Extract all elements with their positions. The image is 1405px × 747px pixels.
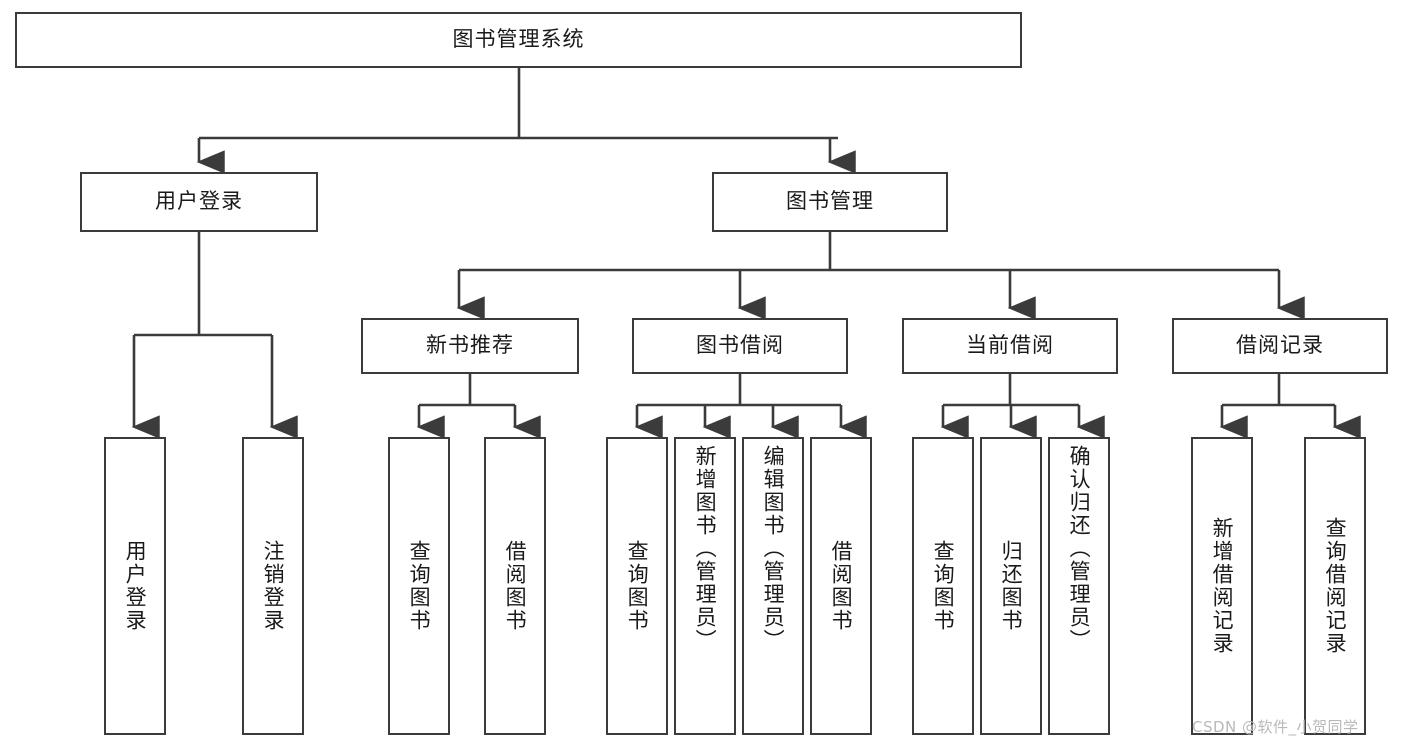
node-leaf-query-book-current-label: 查询图书 bbox=[931, 540, 956, 632]
node-current-borrow-label: 当前借阅 bbox=[966, 333, 1054, 358]
node-book-borrow-label: 图书借阅 bbox=[696, 333, 784, 358]
node-leaf-user-logout-label: 注销登录 bbox=[261, 540, 286, 632]
node-leaf-user-logout[interactable]: 注销登录 bbox=[242, 437, 304, 735]
node-leaf-borrow-book-label: 借阅图书 bbox=[829, 540, 854, 632]
node-leaf-return-book[interactable]: 归还图书 bbox=[980, 437, 1042, 735]
node-leaf-query-borrow-record[interactable]: 查询借阅记录 bbox=[1304, 437, 1366, 735]
node-leaf-add-borrow-record-label: 新增借阅记录 bbox=[1210, 517, 1235, 655]
node-leaf-user-login[interactable]: 用户登录 bbox=[104, 437, 166, 735]
node-new-book-recommend-label: 新书推荐 bbox=[426, 333, 514, 358]
csdn-watermark: CSDN @软件_小贺同学 bbox=[1192, 718, 1359, 736]
node-root-label: 图书管理系统 bbox=[452, 27, 585, 52]
node-user-login-label: 用户登录 bbox=[155, 189, 243, 214]
node-book-borrow[interactable]: 图书借阅 bbox=[632, 318, 848, 374]
node-leaf-add-borrow-record[interactable]: 新增借阅记录 bbox=[1191, 437, 1253, 735]
node-new-book-recommend[interactable]: 新书推荐 bbox=[361, 318, 579, 374]
node-leaf-add-book[interactable]: 新增图书（管理员） bbox=[674, 437, 736, 735]
node-leaf-edit-book-label: 编辑图书（管理员） bbox=[761, 445, 786, 652]
node-borrow-record[interactable]: 借阅记录 bbox=[1172, 318, 1388, 374]
node-leaf-query-book-borrow-label: 查询图书 bbox=[625, 540, 650, 632]
node-user-login[interactable]: 用户登录 bbox=[80, 172, 318, 232]
node-leaf-confirm-return[interactable]: 确认归还（管理员） bbox=[1048, 437, 1110, 735]
node-leaf-add-book-label: 新增图书（管理员） bbox=[693, 445, 718, 652]
node-current-borrow[interactable]: 当前借阅 bbox=[902, 318, 1118, 374]
node-leaf-borrow-book[interactable]: 借阅图书 bbox=[810, 437, 872, 735]
node-book-management[interactable]: 图书管理 bbox=[712, 172, 948, 232]
node-leaf-query-book-new[interactable]: 查询图书 bbox=[388, 437, 450, 735]
node-leaf-query-book-new-label: 查询图书 bbox=[407, 540, 432, 632]
node-leaf-query-book-current[interactable]: 查询图书 bbox=[912, 437, 974, 735]
node-leaf-query-book-borrow[interactable]: 查询图书 bbox=[606, 437, 668, 735]
node-root[interactable]: 图书管理系统 bbox=[15, 12, 1022, 68]
node-leaf-query-borrow-record-label: 查询借阅记录 bbox=[1323, 517, 1348, 655]
node-borrow-record-label: 借阅记录 bbox=[1236, 333, 1324, 358]
node-book-management-label: 图书管理 bbox=[786, 189, 874, 214]
node-leaf-user-login-label: 用户登录 bbox=[123, 540, 148, 632]
node-leaf-borrow-book-new[interactable]: 借阅图书 bbox=[484, 437, 546, 735]
node-leaf-confirm-return-label: 确认归还（管理员） bbox=[1067, 445, 1092, 652]
node-leaf-edit-book[interactable]: 编辑图书（管理员） bbox=[742, 437, 804, 735]
node-leaf-return-book-label: 归还图书 bbox=[999, 540, 1024, 632]
node-leaf-borrow-book-new-label: 借阅图书 bbox=[503, 540, 528, 632]
